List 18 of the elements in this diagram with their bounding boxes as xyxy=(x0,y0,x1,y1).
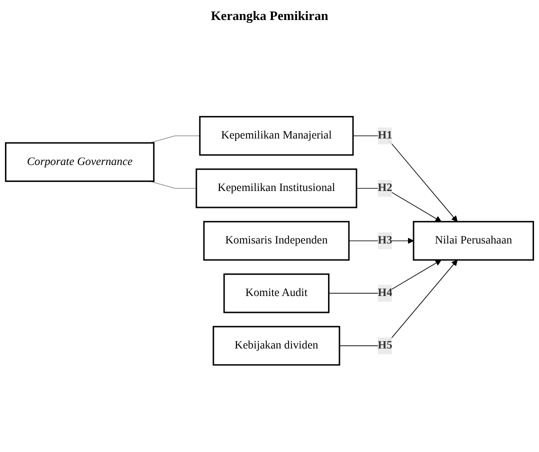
edge-label: H4 xyxy=(378,287,392,300)
edge-label: H5 xyxy=(378,340,392,352)
diagram-title: Kerangka Pemikiran xyxy=(210,8,328,24)
node-box: Kebijakan dividen xyxy=(212,326,340,366)
arrow xyxy=(328,260,442,294)
edge-label: H3 xyxy=(378,234,392,247)
node-box: Komisaris Independen xyxy=(203,221,350,261)
node-box: Kepemilikan Institusional xyxy=(196,168,358,208)
arrow xyxy=(356,188,442,222)
node-box: Komite Audit xyxy=(223,274,330,314)
node-box: Nilai Perusahaan xyxy=(412,221,534,261)
edge-label: H1 xyxy=(378,130,392,142)
edge-label: H2 xyxy=(378,182,392,194)
arrow xyxy=(352,136,458,222)
node-box: Corporate Governance xyxy=(4,142,155,182)
arrow xyxy=(348,238,414,244)
arrow xyxy=(339,260,458,346)
node-box: Kepemilikan Manajerial xyxy=(199,116,354,156)
